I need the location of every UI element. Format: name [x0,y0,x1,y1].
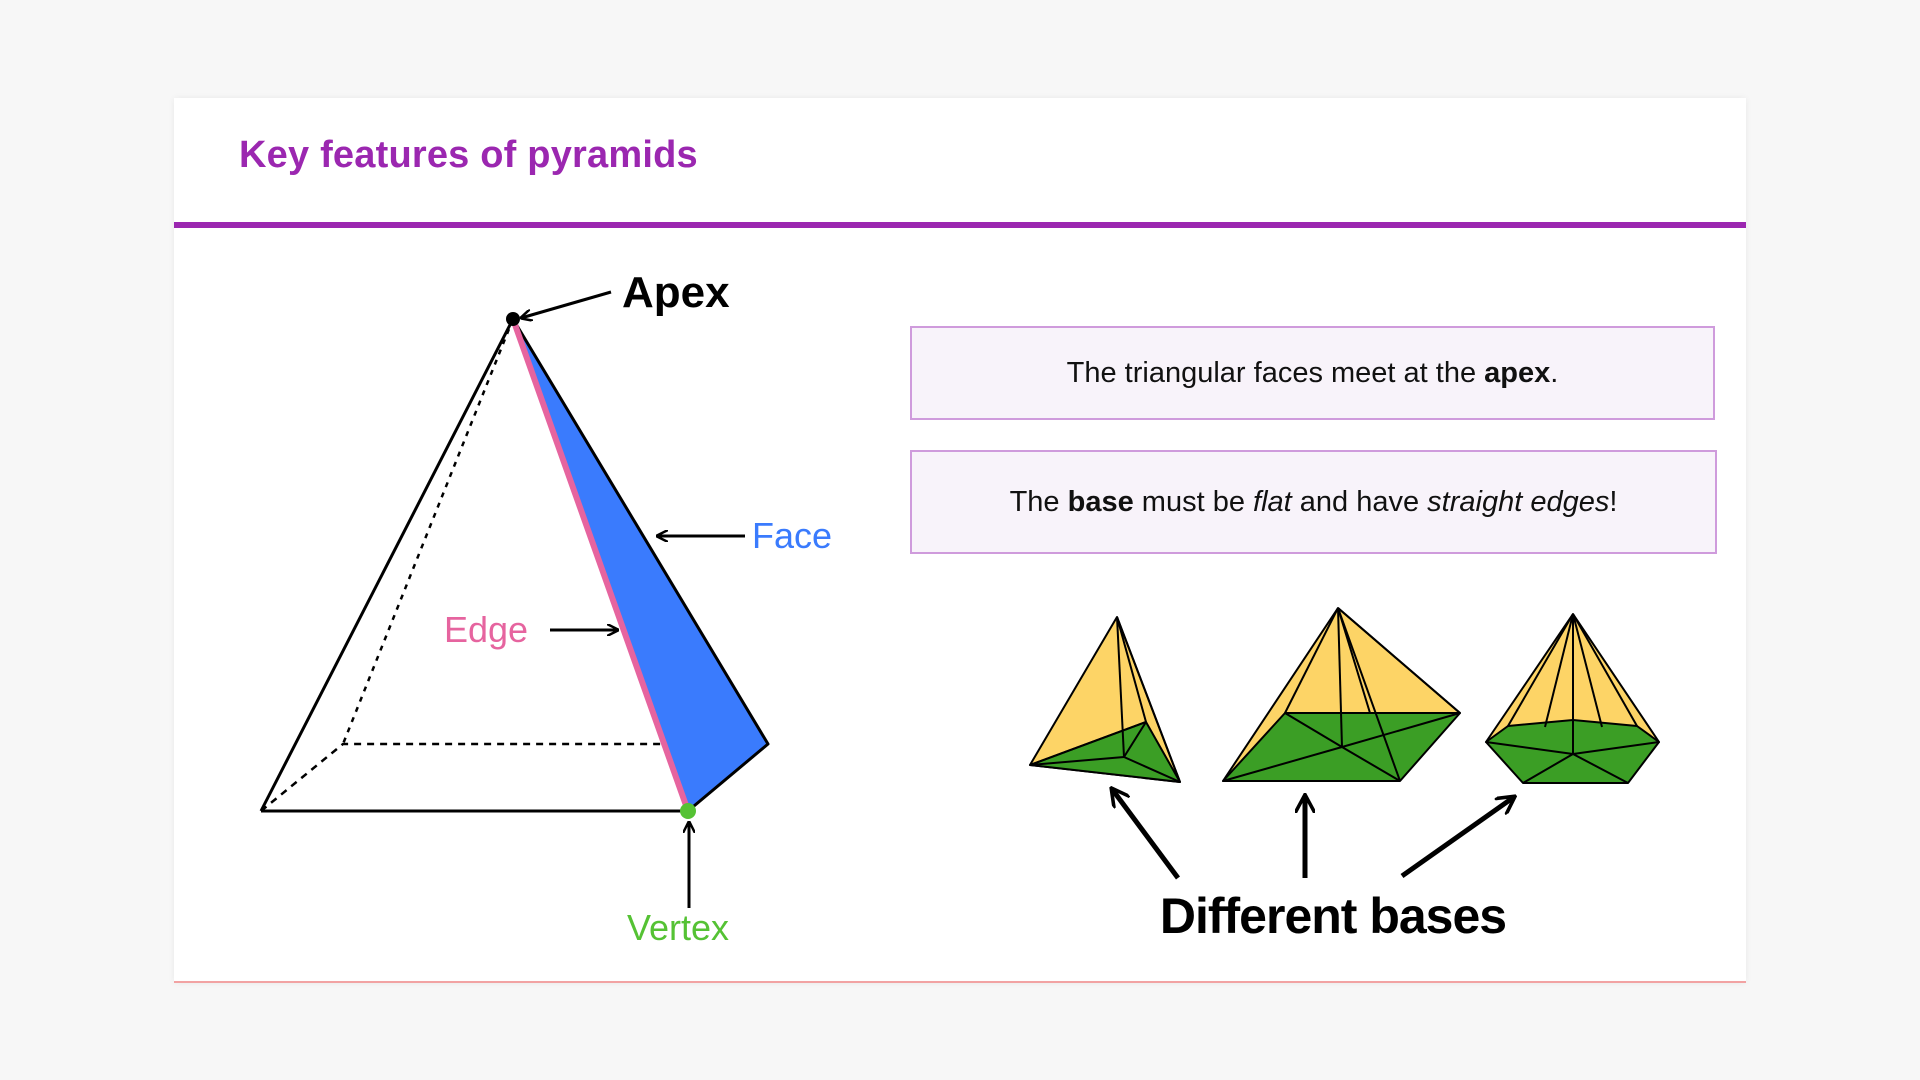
info-bold-apex: apex [1484,356,1551,389]
info-text: and have [1291,485,1428,518]
pentagonal-base-pyramid [1485,613,1660,784]
info-text: The triangular faces meet at the [1066,356,1485,389]
info-box-base-text: The base must be flat and have straight … [1010,486,1618,519]
info-text: . [1550,356,1559,389]
triangular-base-pyramid [1029,616,1181,783]
slide: Key features of pyramids The triangular … [174,98,1746,983]
title-divider [174,222,1746,228]
different-bases-label: Different bases [1160,888,1506,944]
info-box-base: The base must be flat and have straight … [910,450,1717,554]
left-edge [259,318,515,812]
bases-arrows [1112,789,1514,880]
apex-point [506,312,520,326]
hidden-edge-apex [341,318,515,745]
face-label: Face [752,515,832,556]
page-title: Key features of pyramids [239,134,698,176]
apex-label: Apex [622,268,730,317]
highlighted-edge [510,317,691,813]
vertex-label: Vertex [627,907,729,948]
edge-label: Edge [444,609,528,650]
square-pyramid-diagram: Apex Face Edge Vertex [259,268,832,948]
highlighted-face [511,317,770,813]
arrow-to-triangular [1112,789,1181,880]
info-italic-straight-edges: straight edges [1427,485,1610,518]
info-box-apex: The triangular faces meet at the apex. [910,326,1715,420]
hidden-edges [260,742,768,812]
info-text: The [1009,485,1068,518]
info-italic-flat: flat [1253,485,1292,518]
apex-arrow [521,290,612,318]
info-text: must be [1133,485,1254,518]
info-bold-base: base [1067,485,1134,518]
info-box-apex-text: The triangular faces meet at the apex. [1067,357,1559,390]
square-base-pyramid [1222,607,1461,782]
info-text: ! [1609,485,1618,518]
arrow-to-pentagonal [1400,797,1514,879]
vertex-point [680,803,696,819]
